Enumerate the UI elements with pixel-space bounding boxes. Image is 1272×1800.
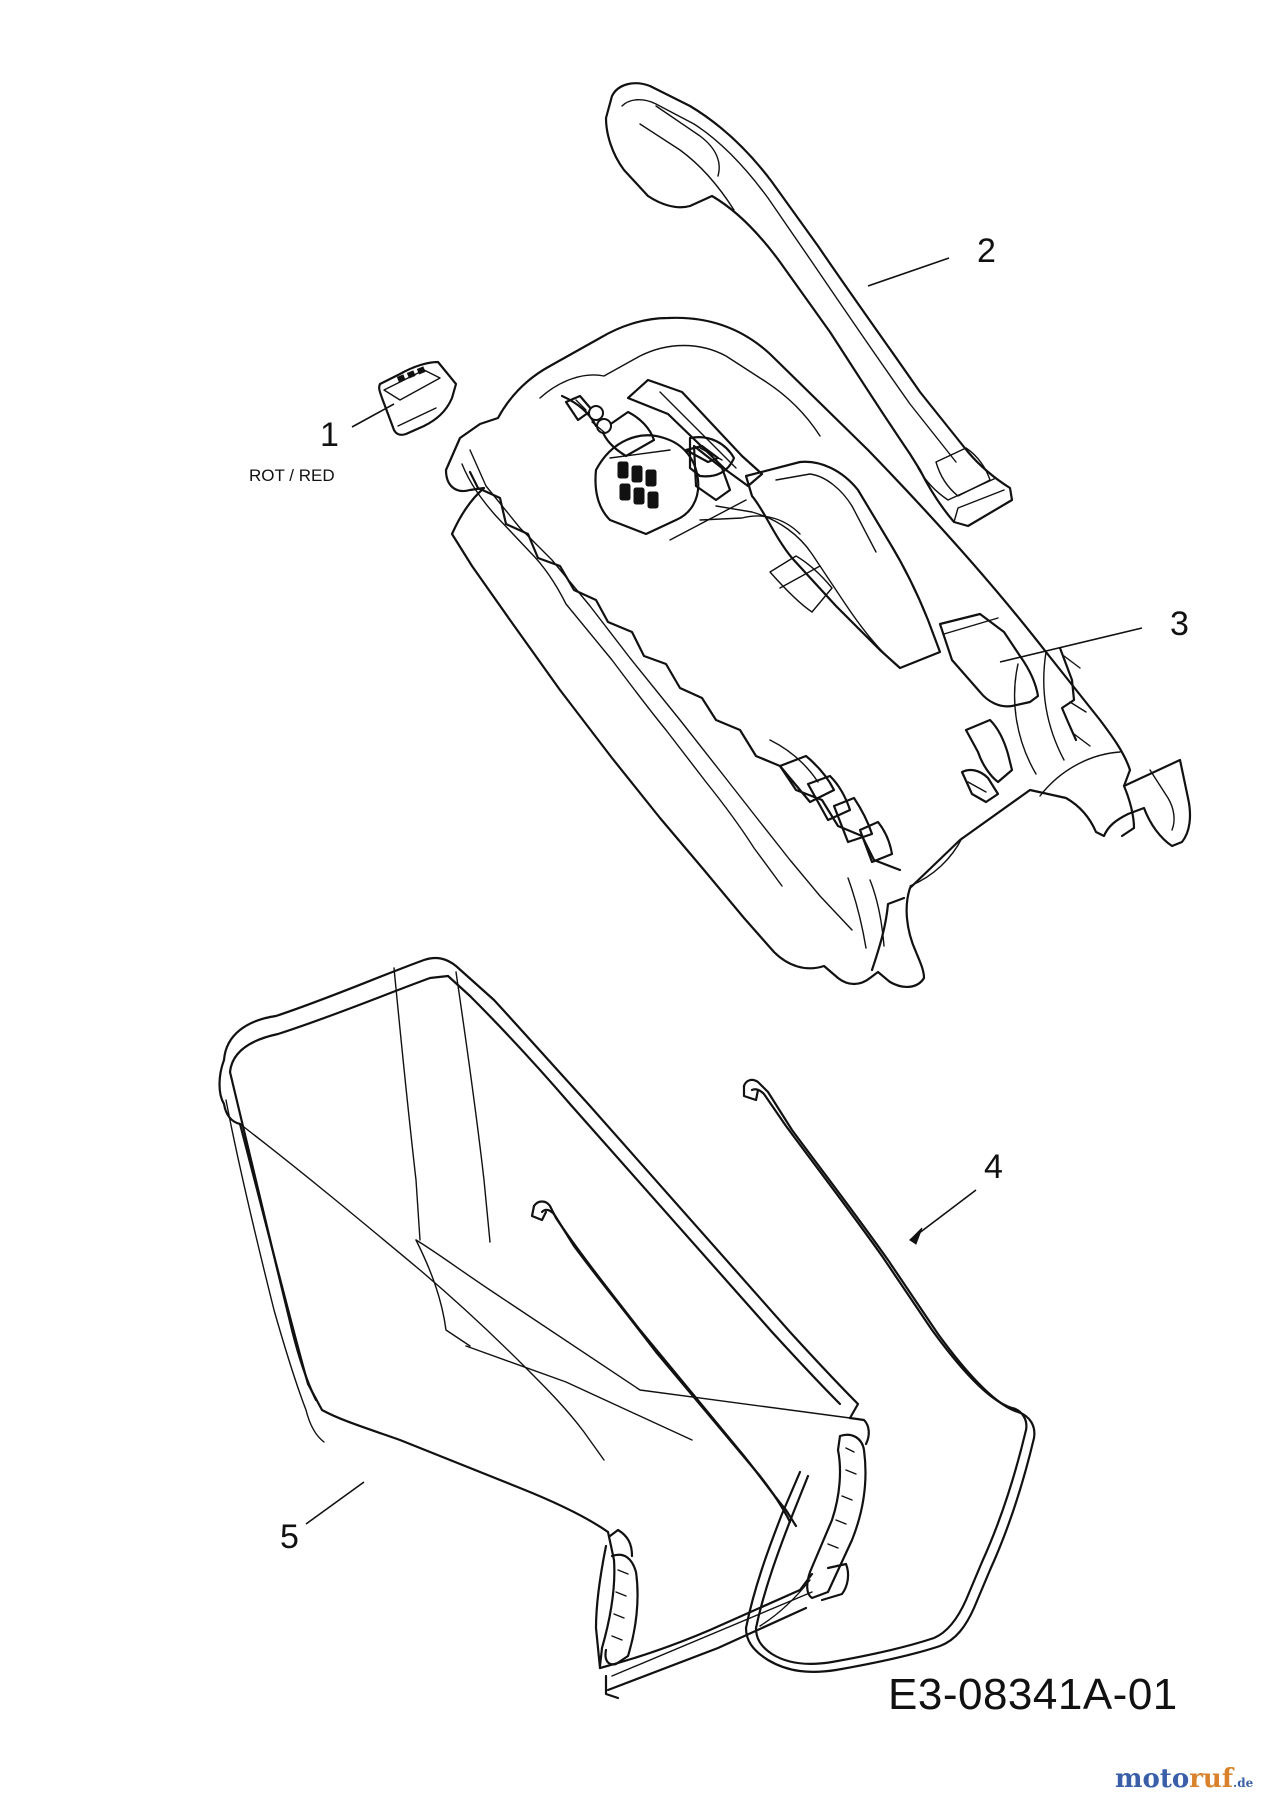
leader-lines	[305, 257, 1143, 1525]
leader-4-arrowhead	[909, 1227, 923, 1245]
cover-housing-part-3	[444, 316, 1192, 988]
watermark-logo: motoruf.de	[1115, 1764, 1253, 1794]
wire-frame-part-4	[530, 1078, 1036, 1673]
callout-2: 2	[977, 232, 996, 270]
watermark-part1: moto	[1115, 1764, 1190, 1794]
color-note: ROT / RED	[249, 466, 335, 485]
drawing-number: E3-08341A-01	[888, 1670, 1178, 1719]
callout-5: 5	[280, 1518, 299, 1556]
leader-3	[999, 627, 1143, 663]
watermark-part2: ruf	[1189, 1764, 1234, 1794]
callout-1: 1	[320, 416, 339, 454]
catcher-bag-part-5	[218, 956, 870, 1700]
callout-4: 4	[984, 1148, 1003, 1186]
leader-5	[305, 1481, 365, 1525]
leader-2	[867, 257, 950, 287]
watermark-tld: .de	[1233, 1776, 1254, 1790]
handle-part-2	[604, 82, 1014, 528]
leader-1	[351, 403, 395, 428]
insert-part-1	[378, 360, 458, 436]
callout-3: 3	[1170, 605, 1189, 643]
